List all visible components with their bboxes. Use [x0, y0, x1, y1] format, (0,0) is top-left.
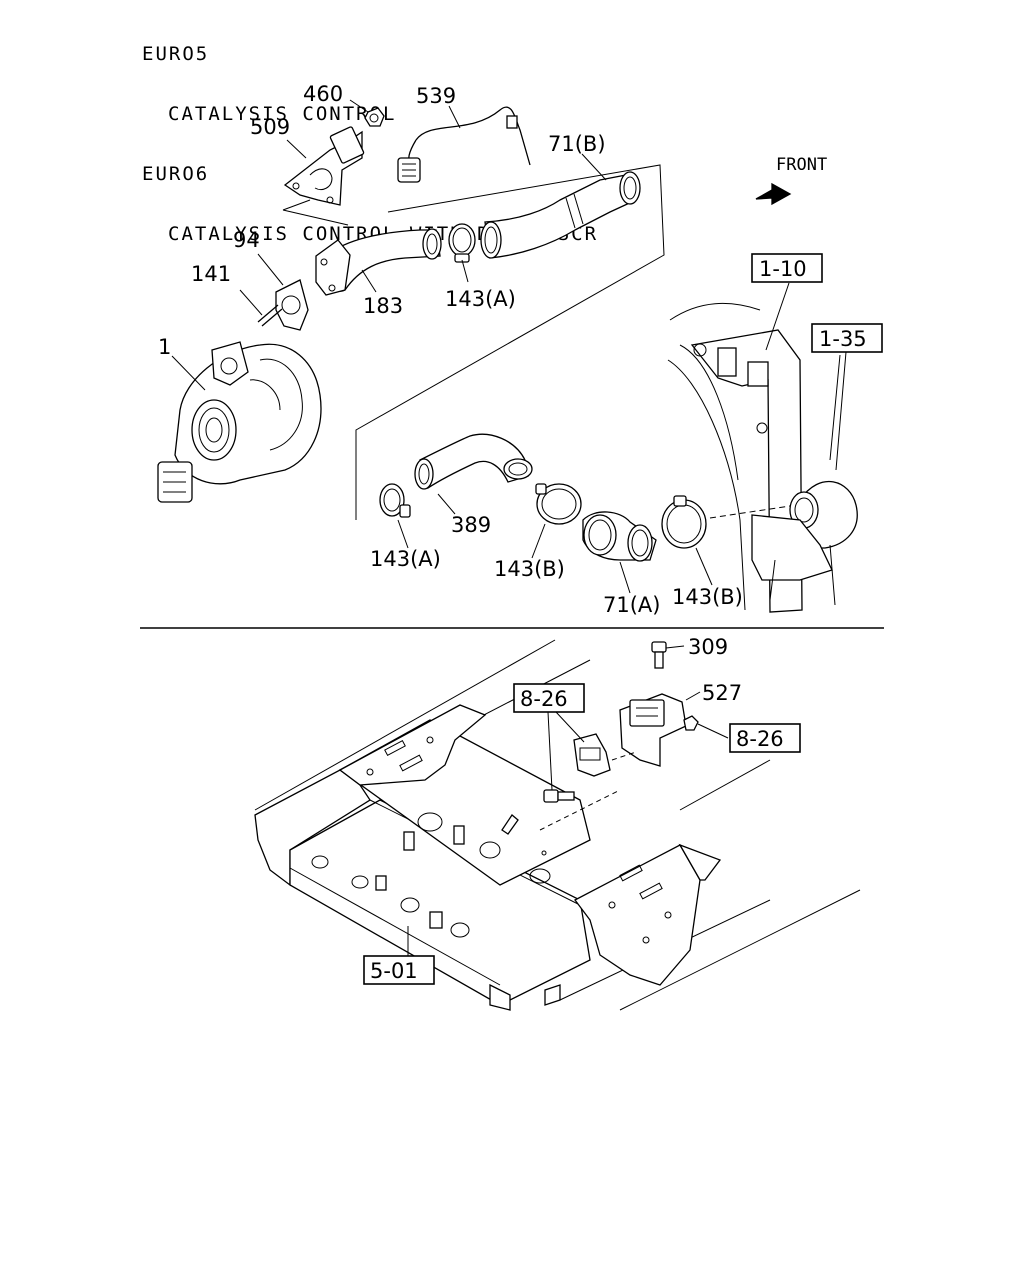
ref-label-8-26-right: 8-26 — [736, 727, 784, 751]
label-71b: 71(B) — [548, 132, 606, 156]
hose-71a[interactable] — [582, 511, 657, 562]
leader-lines-bottom — [407, 645, 729, 956]
stud-141[interactable] — [239, 289, 283, 327]
label-527: 527 — [702, 681, 742, 705]
label-143b-left: 143(B) — [494, 557, 565, 581]
label-183: 183 — [363, 294, 403, 318]
bracket-527[interactable] — [619, 693, 687, 767]
clamp-143b-left[interactable] — [535, 483, 582, 525]
chassis-frame[interactable] — [254, 639, 861, 1011]
bracket-509[interactable] — [283, 126, 365, 206]
label-71a: 71(A) — [603, 593, 660, 617]
label-509: 509 — [250, 115, 290, 139]
label-141: 141 — [191, 262, 231, 286]
clamp-143b-right[interactable] — [661, 495, 707, 549]
label-143a-top: 143(A) — [445, 287, 516, 311]
hose-389[interactable] — [414, 433, 533, 490]
clamp-143a-top[interactable] — [448, 223, 476, 263]
label-389: 389 — [451, 513, 491, 537]
turbocharger-1[interactable] — [157, 341, 322, 503]
label-309: 309 — [688, 635, 728, 659]
ref-box-1-10[interactable]: 1-10 — [751, 253, 823, 283]
gasket-94[interactable] — [275, 279, 309, 331]
bolt-8-26-left[interactable] — [543, 789, 575, 803]
hose-71b[interactable] — [480, 171, 641, 259]
radiator-intercooler[interactable] — [667, 302, 858, 613]
pipe-183[interactable] — [315, 228, 442, 296]
ref-box-8-26-right[interactable]: 8-26 — [729, 723, 801, 753]
label-94: 94 — [233, 228, 260, 252]
label-539: 539 — [416, 84, 456, 108]
header-euro5: EURO5 — [142, 43, 210, 65]
ref-box-1-35[interactable]: 1-35 — [811, 323, 883, 353]
front-label: FRONT — [776, 155, 827, 175]
label-143a-bottom: 143(A) — [370, 547, 441, 571]
sensor-bracket-8-26[interactable] — [573, 733, 611, 777]
front-arrow-icon — [755, 182, 792, 206]
ref-box-5-01[interactable]: 5-01 — [363, 955, 435, 985]
ref-box-8-26-left[interactable]: 8-26 — [513, 683, 585, 713]
bolt-309[interactable] — [651, 641, 667, 669]
sensor-harness-539[interactable] — [397, 106, 531, 183]
ref-label-1-35: 1-35 — [819, 327, 867, 351]
nut-460[interactable] — [349, 99, 385, 127]
header-euro6: EURO6 — [142, 163, 210, 185]
leader-lines-top — [171, 105, 847, 594]
upper-exploded-outline — [282, 164, 665, 520]
nut-8-26-right[interactable] — [683, 715, 699, 731]
ref-label-5-01: 5-01 — [370, 959, 418, 983]
label-1: 1 — [158, 335, 171, 359]
clamp-143a-bottom[interactable] — [379, 483, 411, 518]
label-143b-right: 143(B) — [672, 585, 743, 609]
ref-label-1-10: 1-10 — [759, 257, 807, 281]
ref-label-8-26-left: 8-26 — [520, 687, 568, 711]
label-460: 460 — [303, 82, 343, 106]
